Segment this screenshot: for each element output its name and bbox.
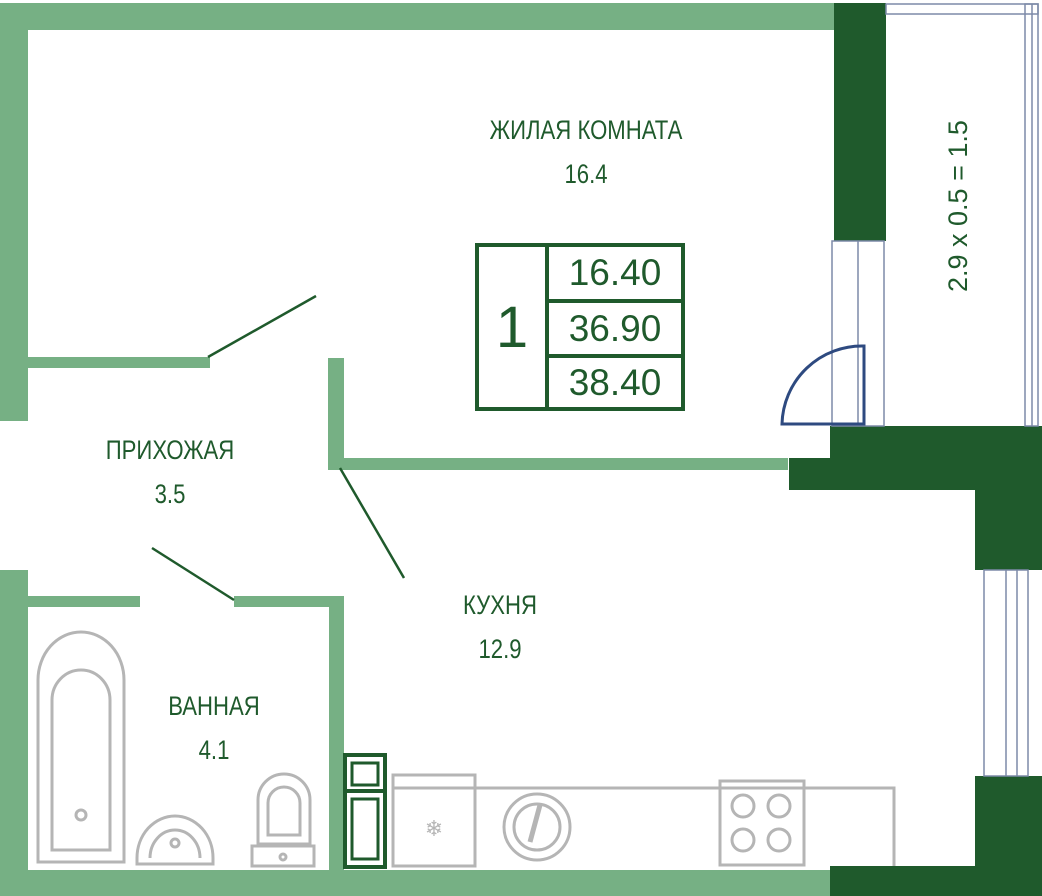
hall-area: 3.5 [154, 479, 186, 509]
hall-label: ПРИХОЖАЯ 3.5 [96, 428, 244, 516]
kitchen-name: КУХНЯ [463, 590, 537, 620]
toilet [250, 772, 316, 868]
sink [135, 814, 215, 866]
kitchen-area: 12.9 [478, 634, 522, 664]
kitchen-sink [502, 792, 572, 862]
room-count: 1 [479, 247, 549, 407]
living-room-name: ЖИЛАЯ КОМНАТА [489, 115, 683, 145]
interior-walls [28, 357, 788, 872]
living-room-label: ЖИЛАЯ КОМНАТА 16.4 [488, 108, 685, 196]
bathroom-area: 4.1 [198, 735, 230, 765]
kitchen-counter [391, 773, 896, 868]
living-area-value: 16.40 [549, 247, 681, 303]
total-area-value: 36.90 [549, 303, 681, 358]
balcony-door [780, 344, 866, 426]
balcony-windows [831, 3, 1039, 777]
area-summary-box: 1 16.40 36.90 38.40 [475, 243, 685, 411]
bathroom-name: ВАННАЯ [168, 691, 260, 721]
exterior-walls [0, 3, 836, 896]
doors [151, 294, 406, 602]
bathtub [36, 630, 126, 864]
kitchen-label: КУХНЯ 12.9 [443, 583, 558, 671]
balcony-area-label: 2.9 x 0.5 = 1.5 [943, 120, 973, 292]
wardrobe [343, 753, 387, 869]
bathroom-label: ВАННАЯ 4.1 [157, 684, 272, 772]
load-bearing-walls [789, 3, 1042, 896]
living-room-area: 16.4 [564, 159, 608, 189]
hall-name: ПРИХОЖАЯ [105, 435, 235, 465]
fridge-snowflake-icon: ❄ [425, 816, 443, 841]
total-with-balcony-value: 38.40 [568, 361, 662, 403]
stove [718, 779, 806, 867]
